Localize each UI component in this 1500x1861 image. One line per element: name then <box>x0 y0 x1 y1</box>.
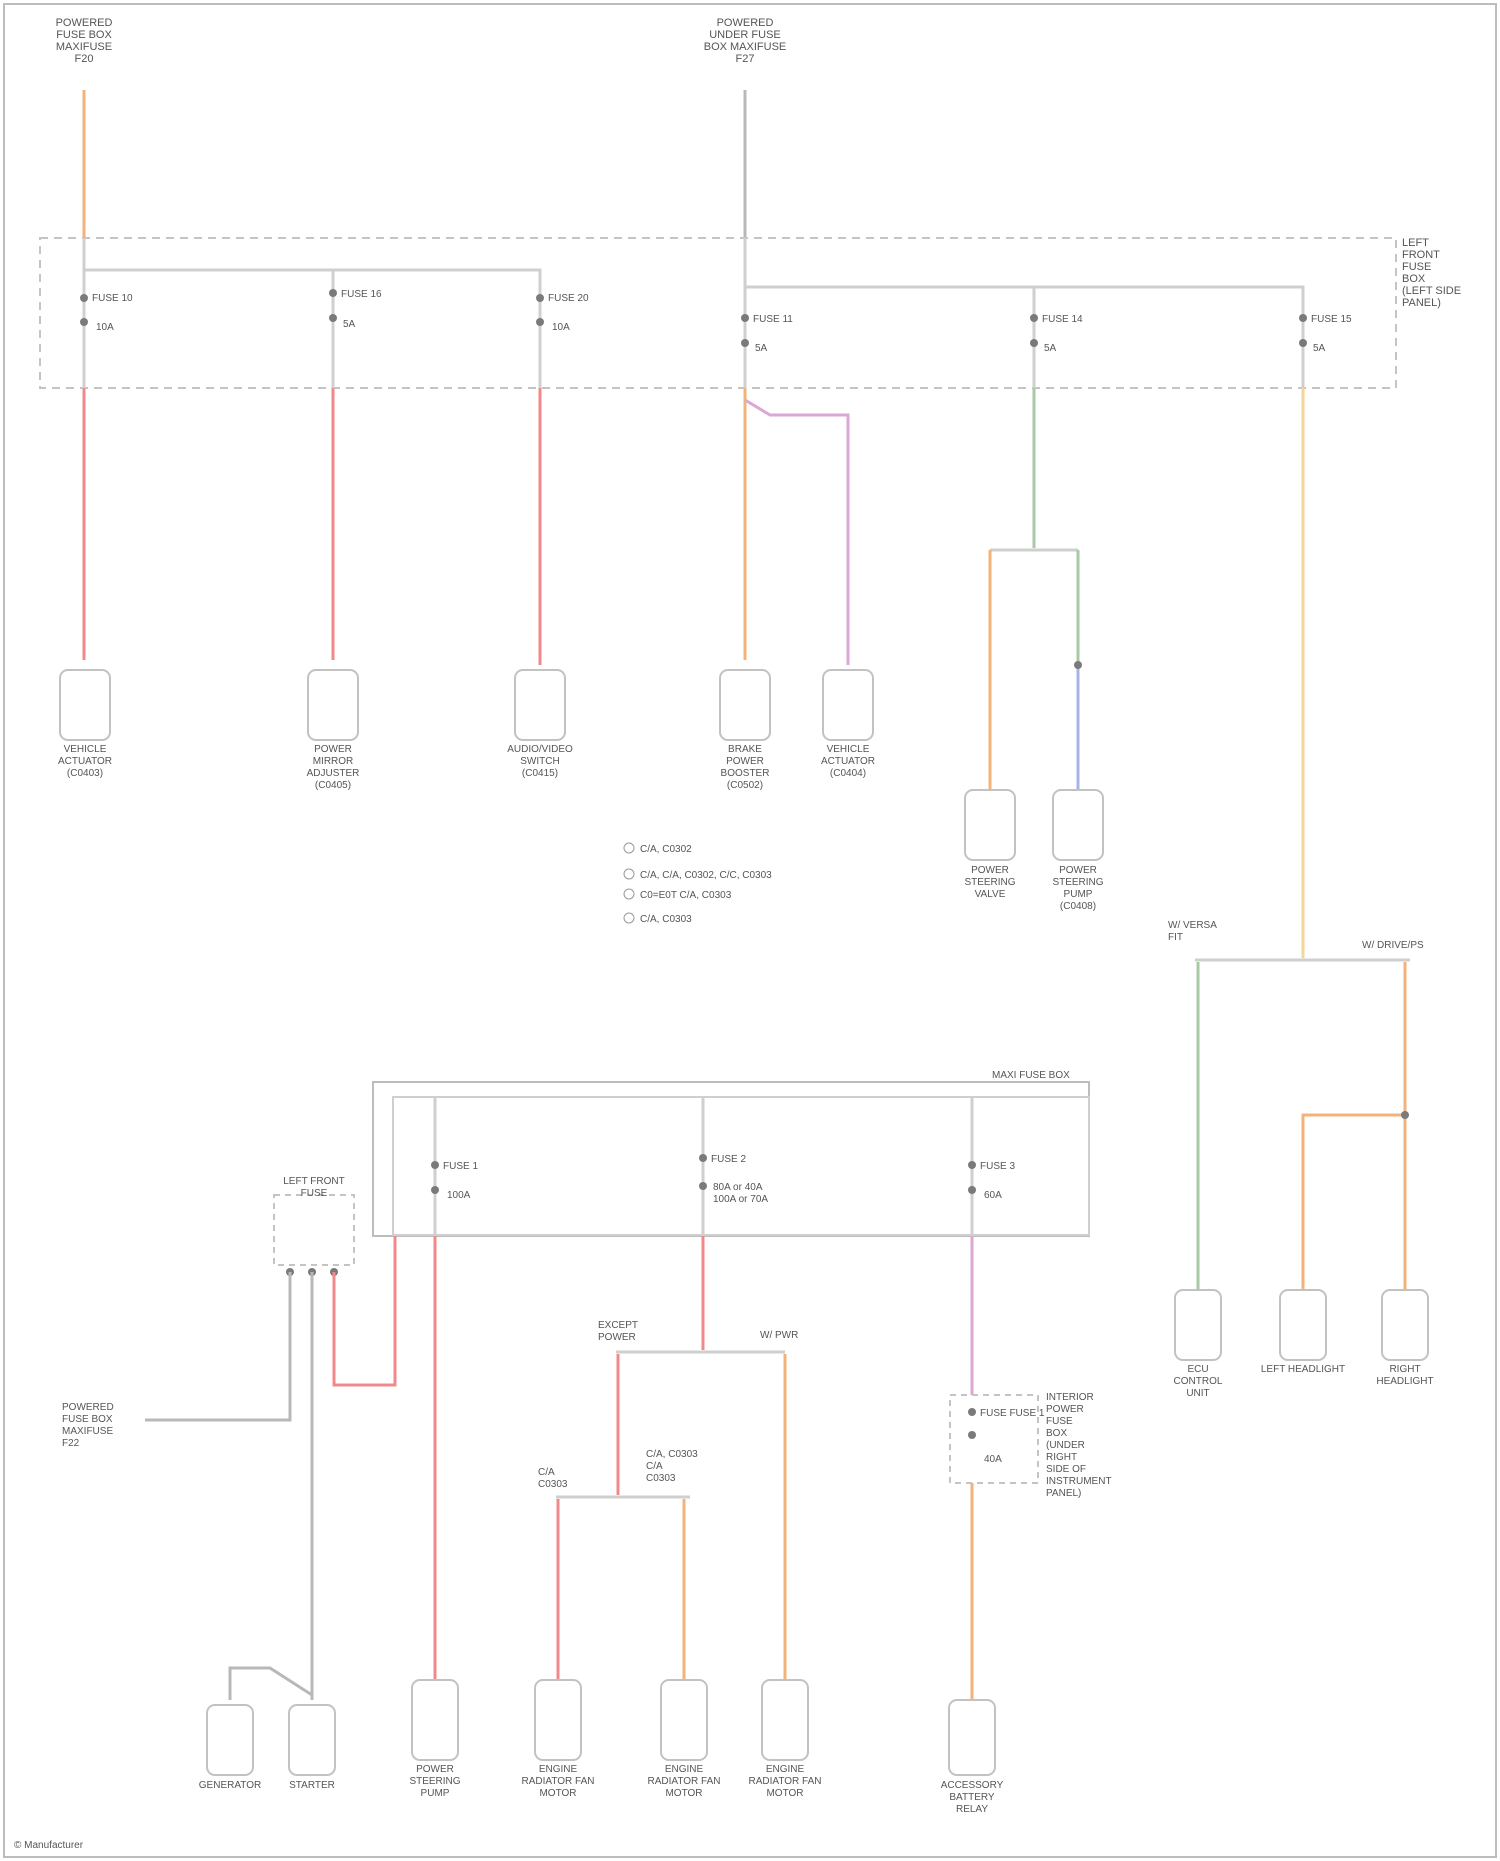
bus-left <box>84 270 540 290</box>
fuse-20-name: FUSE 20 <box>548 293 589 304</box>
fuse-11-name: FUSE 11 <box>753 314 793 325</box>
legend-item-2: C/A, C/A, C0302, C/C, C0303 <box>640 870 772 881</box>
fuse-14-amp: 5A <box>1044 343 1057 354</box>
fuse-16-amp: 5A <box>343 319 356 330</box>
legend-item-4: C/A, C0303 <box>640 914 692 925</box>
fuse-10-name: FUSE 10 <box>92 293 133 304</box>
fuse-lower-3-name: FUSE 3 <box>980 1161 1015 1172</box>
wire-left-fuse-to-maxi <box>334 1236 395 1385</box>
bus-right <box>745 287 1303 305</box>
wire-to-generator <box>230 1668 312 1700</box>
fuse-14-name: FUSE 14 <box>1042 314 1083 325</box>
legend-item-1: C/A, C0302 <box>640 844 692 855</box>
left-headlight: LEFT HEADLIGHT <box>1261 1290 1345 1375</box>
generator: GENERATOR <box>199 1705 261 1791</box>
fuse-lower-2-name: FUSE 2 <box>711 1154 746 1165</box>
fuse-14: FUSE 14 5A <box>1030 314 1083 354</box>
fuse-11: FUSE 11 5A <box>741 314 793 354</box>
footer-copyright: © Manufacturer <box>14 1840 84 1851</box>
wire-to-left-headlight <box>1303 1115 1405 1290</box>
fuse-lower-3: FUSE 3 60A <box>968 1161 1015 1201</box>
generator-label: GENERATOR <box>199 1780 261 1791</box>
fuse-lower-1-name: FUSE 1 <box>443 1161 478 1172</box>
interior-fuse-name: FUSE FUSE 1 <box>980 1408 1045 1419</box>
wire-to-vehicle-actuator-2 <box>745 400 848 665</box>
headlight-right-option: W/ DRIVE/PS <box>1362 940 1424 951</box>
fan-w-pwr-label: W/ PWR <box>760 1330 798 1341</box>
starter-label: STARTER <box>289 1780 335 1791</box>
interior-fuse-amp: 40A <box>984 1454 1002 1465</box>
fuse-lower-3-amp: 60A <box>984 1190 1002 1201</box>
legend: C/A, C0302 C/A, C/A, C0302, C/C, C0303 C… <box>624 843 772 925</box>
fuse-16-name: FUSE 16 <box>341 289 382 300</box>
wire-source-f22 <box>145 1272 290 1420</box>
left-front-fuse-box <box>40 238 1396 388</box>
fuse-20: FUSE 20 10A <box>536 293 589 333</box>
maxi-fuse-box-label: MAXI FUSE BOX <box>992 1070 1070 1081</box>
fuse-15: FUSE 15 5A <box>1299 314 1352 354</box>
fuse-11-amp: 5A <box>755 343 768 354</box>
fuse-16: FUSE 16 5A <box>329 289 382 330</box>
fuse-10: FUSE 10 10A <box>80 293 133 333</box>
fuse-lower-1: FUSE 1 100A <box>431 1161 478 1201</box>
left-headlight-label: LEFT HEADLIGHT <box>1261 1364 1345 1375</box>
page-border <box>4 4 1496 1857</box>
fuse-15-name: FUSE 15 <box>1311 314 1352 325</box>
fuse-lower-1-amp: 100A <box>447 1190 471 1201</box>
starter: STARTER <box>289 1705 335 1791</box>
legend-item-3: C0=E0T C/A, C0303 <box>640 890 732 901</box>
fuse-15-amp: 5A <box>1313 343 1326 354</box>
fuse-20-amp: 10A <box>552 322 570 333</box>
fuse-10-amp: 10A <box>96 322 114 333</box>
